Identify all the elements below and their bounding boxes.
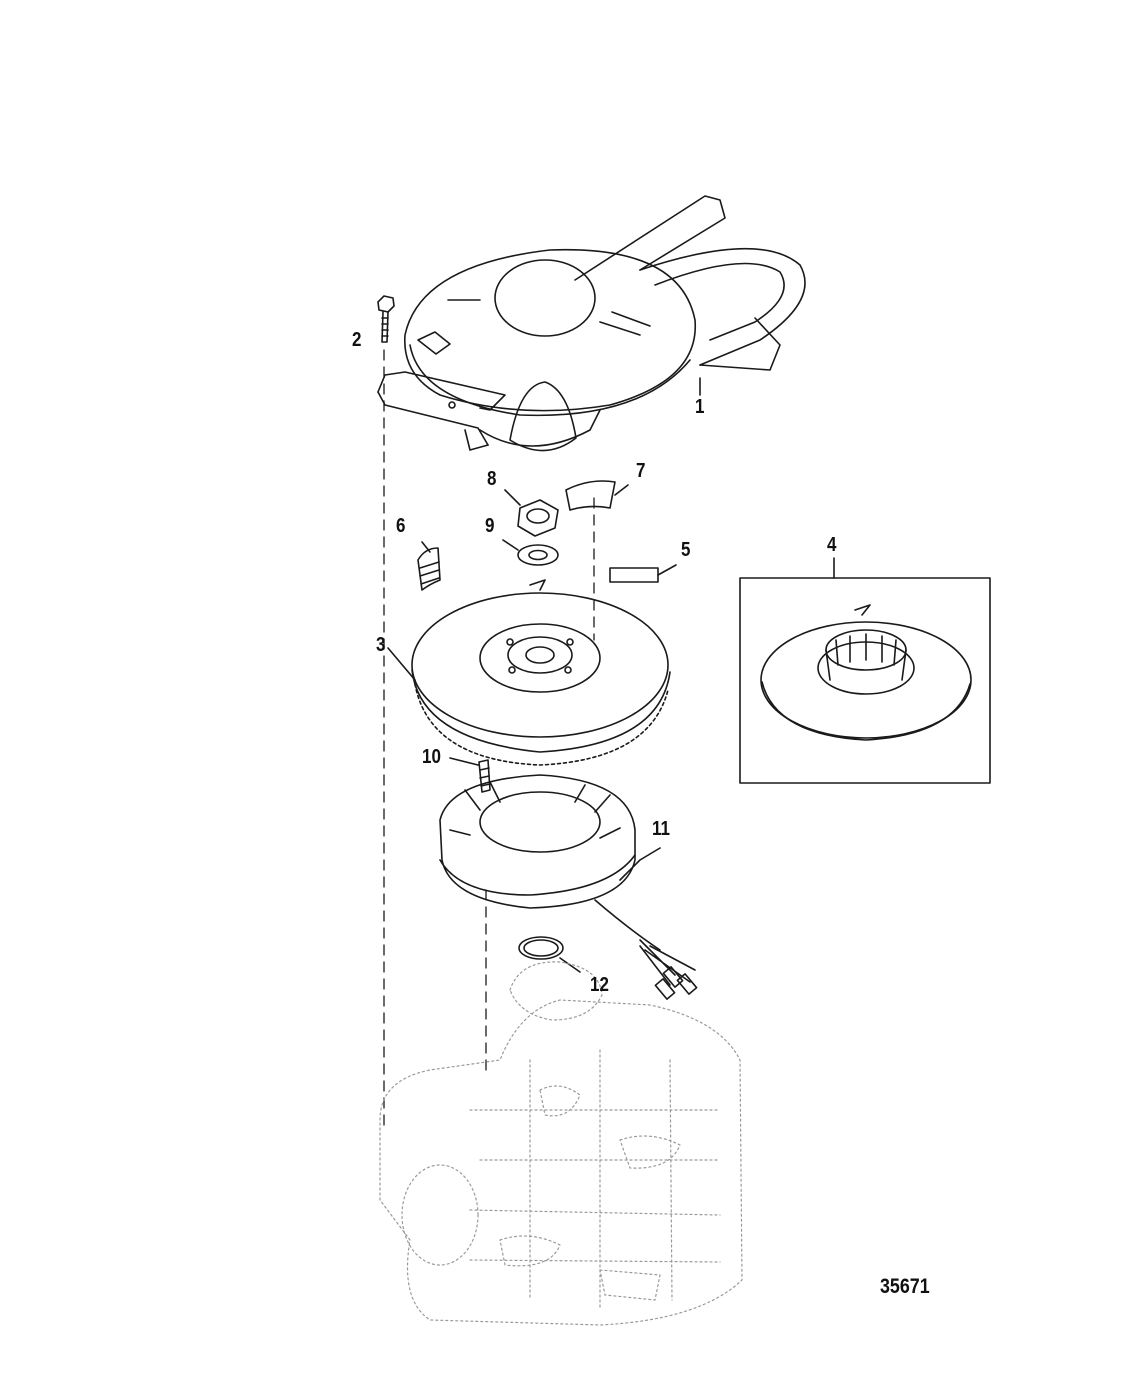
flywheel-key: [609, 564, 677, 583]
inset-flywheel-assembly: [739, 557, 991, 784]
callout-11: 11: [652, 818, 670, 840]
callout-9: 9: [485, 515, 495, 537]
callout-3: 3: [376, 634, 386, 656]
flywheel-cover: [377, 195, 806, 452]
engine-block: [379, 961, 743, 1326]
alignment-lines: [383, 349, 595, 1131]
bolt-icon: [377, 295, 395, 343]
nut-icon: [504, 489, 559, 537]
stator: [439, 774, 698, 1000]
screw-icon: [449, 757, 491, 793]
ratchet-spring: [417, 541, 441, 591]
callout-6: 6: [396, 515, 406, 537]
callout-12: 12: [590, 974, 609, 996]
seal-ring: [518, 936, 581, 973]
callout-10: 10: [422, 746, 441, 768]
callout-4: 4: [827, 534, 837, 556]
callout-7: 7: [636, 460, 646, 482]
callout-1: 1: [695, 396, 705, 418]
flywheel: [387, 579, 671, 766]
callout-8: 8: [487, 468, 497, 490]
washer-icon: [502, 539, 559, 566]
callout-2: 2: [352, 329, 362, 351]
key-segment: [565, 480, 629, 511]
drawing-number: 35671: [880, 1275, 930, 1298]
callout-5: 5: [681, 539, 691, 561]
